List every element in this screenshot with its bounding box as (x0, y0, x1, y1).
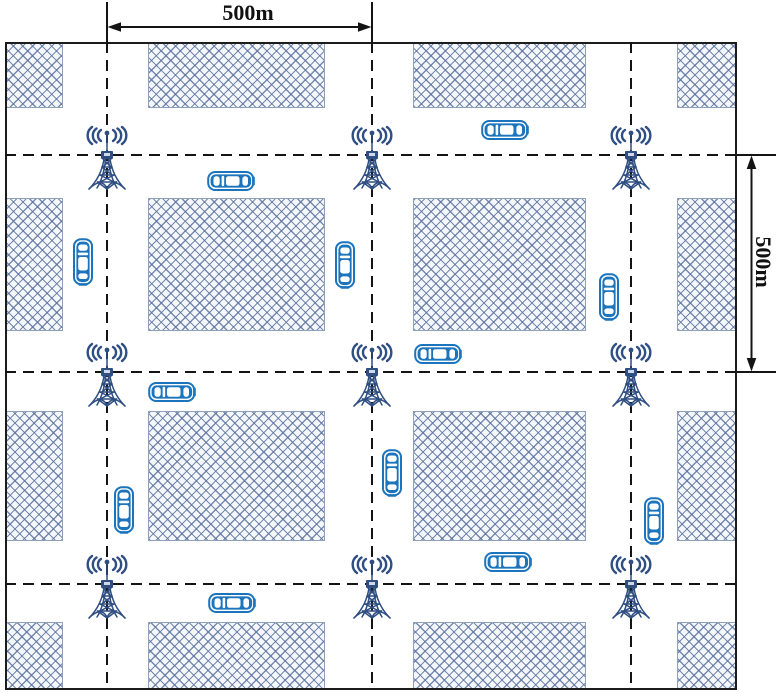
rsu-tower (601, 125, 661, 193)
city-block (5, 198, 63, 331)
car-top-view-icon (207, 171, 255, 191)
car-top-view-icon (148, 382, 196, 402)
car (484, 551, 532, 573)
car (113, 486, 135, 534)
car-top-view-icon (335, 241, 355, 289)
rsu-radio-tower-icon (351, 125, 393, 190)
car-top-view-icon (481, 120, 529, 140)
double-arrow-icon (746, 155, 757, 372)
car (208, 592, 256, 614)
dimension-extension-line (737, 154, 776, 156)
rsu-tower (342, 554, 402, 622)
city-block (5, 411, 63, 541)
rsu-tower (77, 342, 137, 410)
city-block (677, 411, 737, 541)
car-top-view-icon (382, 449, 402, 497)
double-arrow-icon (107, 22, 372, 32)
city-block (677, 198, 737, 331)
city-block (413, 622, 586, 690)
rsu-tower (77, 554, 137, 622)
dimension-extension-line (106, 2, 108, 42)
rsu-radio-tower-icon (610, 342, 652, 407)
car (72, 238, 94, 286)
city-block (677, 42, 737, 108)
car-top-view-icon (644, 497, 664, 545)
dimension-extension-line (371, 2, 373, 42)
car (481, 119, 529, 141)
city-block (148, 42, 325, 108)
car-top-view-icon (114, 486, 134, 534)
city-block (148, 411, 325, 541)
city-block (5, 622, 63, 690)
rsu-tower (342, 342, 402, 410)
car-top-view-icon (414, 344, 462, 364)
car (414, 343, 462, 365)
city-block (413, 411, 586, 541)
car-top-view-icon (73, 238, 93, 286)
car (148, 381, 196, 403)
city-block (148, 622, 325, 690)
car (598, 273, 620, 321)
city-block (413, 42, 586, 108)
city-block (413, 198, 586, 331)
car (207, 170, 255, 192)
rsu-tower (601, 342, 661, 410)
car-top-view-icon (208, 593, 256, 613)
rsu-radio-tower-icon (351, 342, 393, 407)
dimension-arrow-vertical (744, 155, 759, 372)
dimension-extension-line (737, 371, 776, 373)
rsu-radio-tower-icon (86, 125, 128, 190)
rsu-tower (342, 125, 402, 193)
rsu-radio-tower-icon (351, 554, 393, 619)
car (334, 241, 356, 289)
rsu-tower (601, 554, 661, 622)
car-top-view-icon (484, 552, 532, 572)
car (643, 497, 665, 545)
city-block (148, 198, 325, 331)
rsu-radio-tower-icon (610, 125, 652, 190)
car (381, 449, 403, 497)
dimension-label-horizontal: 500m (222, 0, 274, 25)
rsu-radio-tower-icon (86, 342, 128, 407)
rsu-radio-tower-icon (610, 554, 652, 619)
rsu-tower (77, 125, 137, 193)
car-top-view-icon (599, 273, 619, 321)
dimension-arrow-horizontal (107, 20, 372, 34)
rsu-radio-tower-icon (86, 554, 128, 619)
